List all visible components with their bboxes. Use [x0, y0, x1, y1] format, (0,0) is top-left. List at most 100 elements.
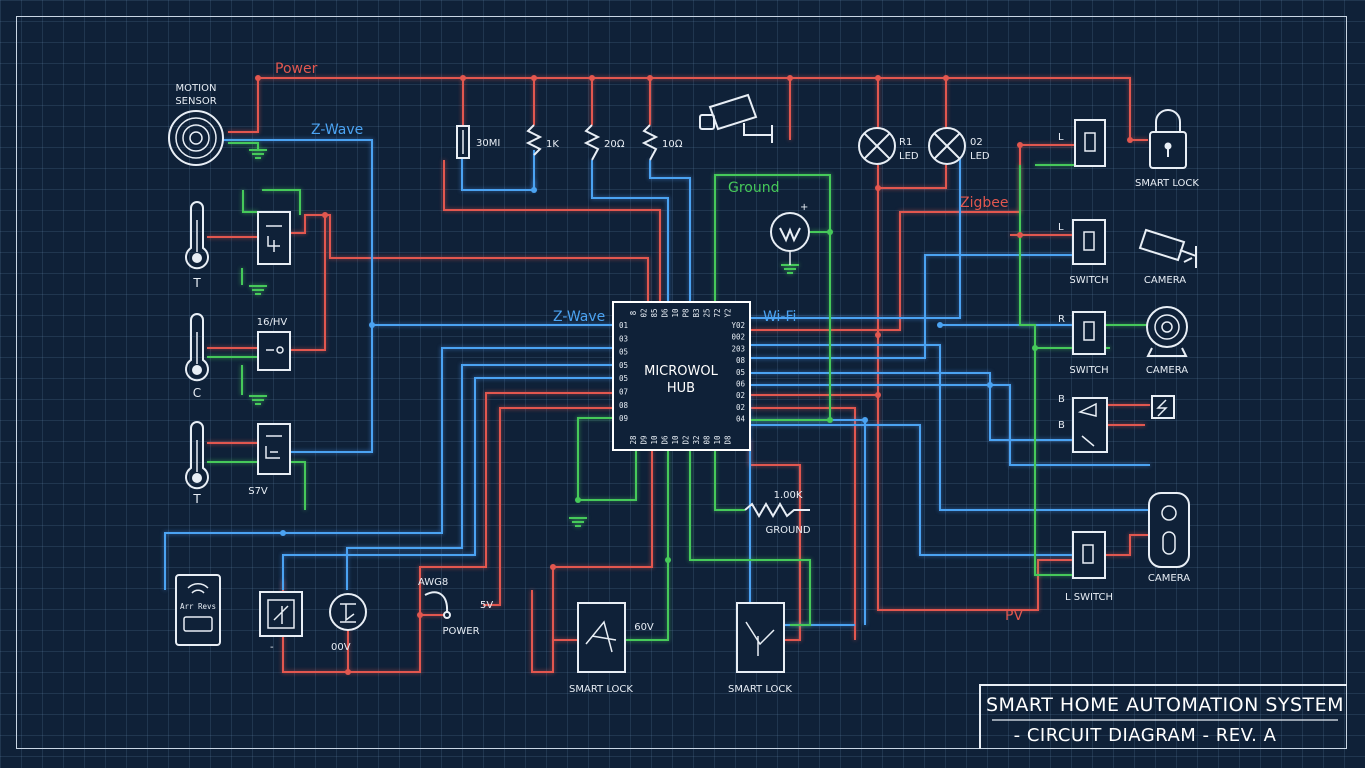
ground-text-label: GROUND — [765, 525, 810, 536]
relay-module-icon — [257, 211, 291, 265]
smart-lock-top-label: SMART LOCK — [1135, 178, 1199, 189]
hub-pin-left-0: 01 — [619, 321, 628, 330]
hub-pin-top-2: 85 — [650, 308, 659, 317]
resistor-icon — [525, 124, 543, 156]
hub-pin-left-7: 09 — [619, 414, 628, 423]
camera-1-label: CAMERA — [1144, 275, 1186, 286]
awg-label: AWG8 — [418, 577, 448, 588]
hub-pin-top-9: Y2 — [724, 308, 733, 317]
power-switch-lever — [424, 591, 449, 613]
smart-lock-1-label: SMART LOCK — [569, 684, 633, 695]
hub-pin-top-3: D6 — [661, 308, 670, 318]
hub-pin-top-1: 02 — [640, 308, 649, 317]
ground-symbol — [781, 264, 799, 274]
voltmeter-icon: + — [770, 202, 810, 265]
led-2-label-b: LED — [970, 151, 990, 162]
svg-text:-: - — [270, 642, 274, 653]
power-label: POWER — [442, 626, 479, 637]
hub-pin-left-2: 05 — [619, 348, 628, 357]
ground-symbol — [249, 395, 267, 405]
switch-tag-l2: L — [1058, 222, 1064, 233]
svg-text:+: + — [800, 202, 808, 213]
5v-label: 5V — [480, 600, 493, 611]
switch-2-label: SWITCH — [1069, 365, 1108, 376]
hub-pin-right-1: 002 — [731, 333, 745, 342]
hub-pin-bottom-3: D6 — [661, 435, 670, 445]
motion-sensor-label-1: MOTION — [176, 83, 217, 94]
hub-pin-bottom-7: 08 — [703, 435, 712, 445]
ground-wires — [207, 142, 1148, 641]
pv-label: PV — [1005, 608, 1023, 624]
relay-3-voltage-label: S7V — [248, 486, 268, 497]
hub-pin-bottom-2: 10 — [650, 435, 659, 445]
hub-pin-top-8: 72 — [713, 308, 722, 317]
hub-pin-bottom-8: 10 — [713, 435, 722, 445]
doorbell-camera-icon — [1148, 492, 1190, 568]
wall-switch-icon — [1072, 311, 1106, 355]
hub-pin-top-5: P8 — [682, 308, 691, 318]
relay-voltage-label: 16/HV — [257, 317, 288, 328]
thermometer-icon — [185, 421, 209, 490]
hub-pin-left-1: 03 — [619, 334, 628, 343]
fuse-icon — [456, 125, 470, 159]
switch-module-icon — [1072, 397, 1108, 453]
meter-box-icon: - — [259, 591, 303, 653]
hub-pin-bottom-5: D2 — [682, 435, 691, 444]
thermometer-3-label: T — [192, 492, 201, 506]
led-icon — [858, 127, 896, 165]
switch-tag-l1: L — [1058, 132, 1064, 143]
hub-pin-bottom-6: 32 — [692, 435, 701, 444]
60v-label: 60V — [634, 622, 654, 633]
led-icon — [928, 127, 966, 165]
title-block: SMART HOME AUTOMATION SYSTEM - CIRCUIT D… — [979, 684, 1347, 749]
lightning-icon — [1151, 395, 1175, 419]
webcam-icon — [1146, 306, 1188, 357]
hub-pin-top-7: 25 — [703, 308, 712, 317]
hub-pin-right-6: 02 — [736, 391, 745, 400]
l-switch-label: L SWITCH — [1065, 592, 1113, 603]
hub-pin-right-4: 05 — [736, 368, 745, 377]
motion-sensor-icon — [168, 110, 224, 166]
resistor-1k-label: 1K — [546, 139, 559, 150]
power-terminal — [443, 611, 451, 619]
wall-switch-icon — [1072, 531, 1106, 579]
hub-title-line2: HUB — [667, 381, 695, 396]
resistor-30m-label: 30MI — [476, 138, 500, 149]
led-1-label-b: LED — [899, 151, 919, 162]
wifi-label: Wi-Fi — [763, 309, 796, 325]
thermometer-1-label: T — [192, 276, 201, 290]
resistor-20-label: 20Ω — [604, 139, 625, 150]
resistor-icon — [744, 502, 810, 518]
zwave-top-label: Z-Wave — [311, 122, 363, 138]
hub-pin-right-2: 203 — [731, 344, 745, 353]
hub-chip — [612, 301, 751, 451]
hub-pin-top-0: 8 — [629, 310, 638, 315]
resistor-icon — [583, 124, 601, 161]
relay-module-icon — [257, 331, 291, 371]
ground-symbol — [249, 149, 267, 159]
security-camera-icon — [1138, 228, 1197, 268]
hub-pin-right-7: 02 — [736, 403, 745, 412]
zwave-hub-label: Z-Wave — [553, 309, 605, 325]
hub-pin-bottom-1: D9 — [640, 435, 649, 444]
hub-pin-right-8: 04 — [736, 415, 746, 424]
zigbee-label: Zigbee — [960, 195, 1008, 211]
security-camera-icon — [699, 93, 773, 143]
hub-pin-right-3: 08 — [736, 356, 746, 365]
ground-symbol — [569, 517, 587, 527]
hub-pin-bottom-4: 10 — [671, 435, 680, 445]
zwave-wires — [164, 125, 1150, 626]
smart-lock-2-label: SMART LOCK — [728, 684, 792, 695]
power-bus-label: Power — [275, 61, 318, 77]
junction-dots — [255, 75, 1133, 675]
hub-pin-top-4: 10 — [671, 308, 680, 318]
hub-pin-right-0: Y02 — [731, 321, 745, 330]
relay-module-icon — [257, 423, 291, 475]
thermometer-icon — [185, 201, 209, 270]
switch-tag-b1: B — [1058, 394, 1065, 405]
motion-sensor-label-2: SENSOR — [175, 96, 216, 107]
led-2-label-a: 02 — [970, 137, 983, 148]
hub-title-line1: MICROWOL — [644, 364, 718, 379]
